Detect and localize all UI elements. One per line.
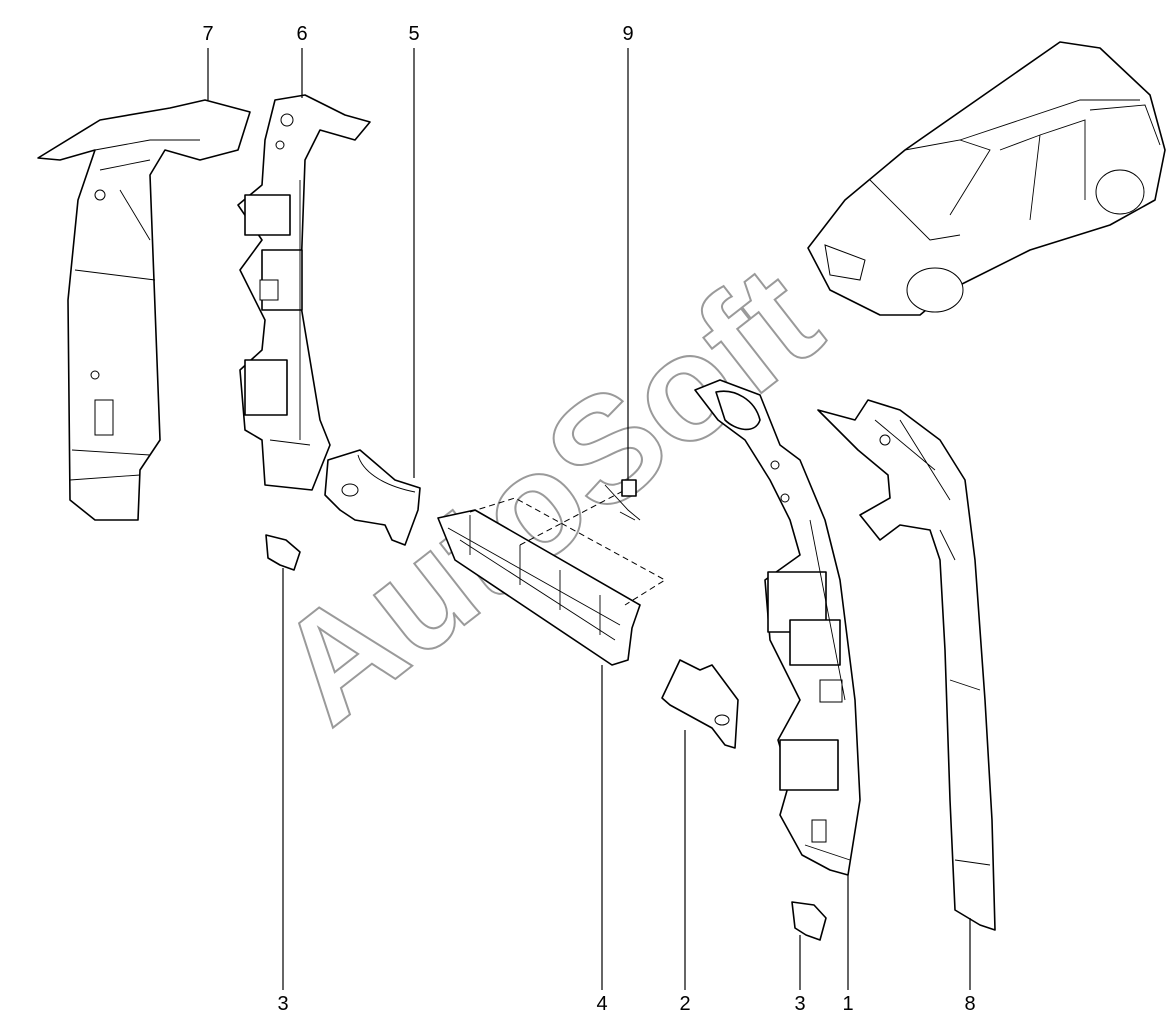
callout-label: 6	[296, 23, 307, 45]
callout-label: 9	[622, 23, 633, 45]
part-6-inner-pillar	[237, 94, 371, 491]
callout-label: 2	[679, 993, 690, 1015]
callout-label: 5	[408, 23, 419, 45]
part-3-clip-right	[791, 901, 827, 941]
leader-lines	[207, 48, 971, 990]
callout-label: 3	[277, 993, 288, 1015]
vehicle-illustration	[807, 41, 1166, 316]
callout-label: 1	[842, 993, 853, 1015]
part-7-outer-pillar	[37, 99, 251, 521]
callout-label: 7	[202, 23, 213, 45]
part-9-bolt	[604, 479, 641, 521]
callout-label: 8	[964, 993, 975, 1015]
callout-label: 3	[794, 993, 805, 1015]
part-1-right-pillar	[694, 379, 861, 876]
callout-label: 4	[596, 993, 607, 1015]
part-2-bracket	[661, 659, 739, 749]
part-5-lower-bracket	[324, 449, 421, 546]
part-4-cross-member	[437, 489, 666, 666]
part-8-outer-right-pillar	[817, 399, 996, 931]
part-3-clip-left	[265, 534, 301, 571]
callout-labels: 7 6 5 9 3 4 2 3 1 8	[202, 23, 975, 1015]
